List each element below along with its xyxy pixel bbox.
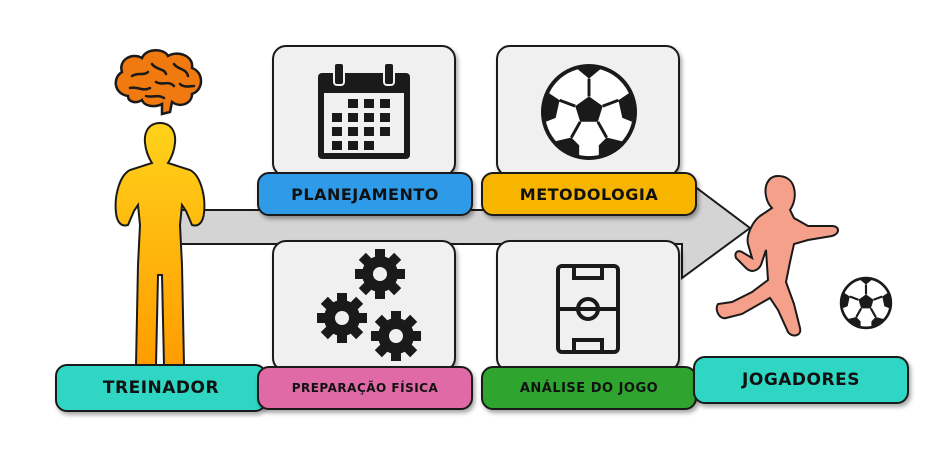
preparacao-label: PREPARAÇÃO FÍSICA [257, 366, 473, 410]
calendar-icon [318, 62, 410, 159]
soccer-field-icon [556, 264, 620, 354]
analise-label: ANÁLISE DO JOGO [481, 366, 697, 410]
brain-icon [114, 49, 203, 116]
soccer-ball-icon [839, 276, 893, 330]
jogadores-label: JOGADORES [693, 356, 909, 404]
coach-silhouette-icon [114, 121, 206, 366]
preparacao-card [272, 240, 456, 372]
treinador-label: TREINADOR [55, 364, 267, 412]
planejamento-card [272, 45, 456, 177]
analise-card [496, 240, 680, 372]
metodologia-label: METODOLOGIA [481, 172, 697, 216]
soccer-ball-icon [540, 63, 638, 161]
running-player-icon [715, 174, 839, 337]
gears-icon [317, 249, 421, 361]
metodologia-card [496, 45, 680, 177]
planejamento-label: PLANEJAMENTO [257, 172, 473, 216]
